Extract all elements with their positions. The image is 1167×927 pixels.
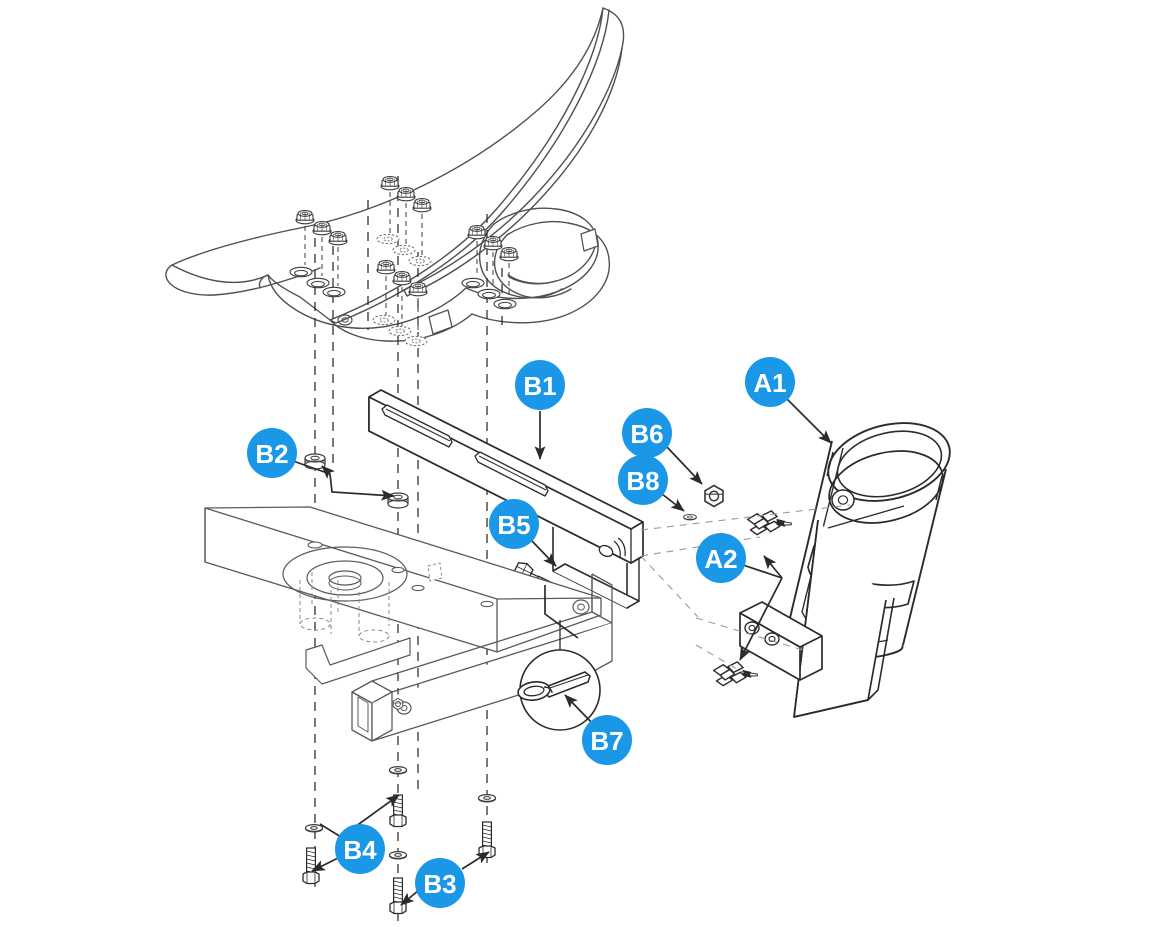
pole-holder-alignment-lines: [640, 504, 851, 674]
nut-group-middle-upper: [376, 175, 432, 267]
leader-a2-stem: [742, 564, 783, 579]
callout-circle-a1[interactable]: [745, 357, 795, 407]
flat-washer-right: [477, 793, 497, 803]
leader-b5-pointer: [544, 585, 579, 639]
callout-B7[interactable]: B7: [582, 715, 632, 765]
callout-leader-lines: [292, 397, 832, 906]
callout-B3[interactable]: B3: [415, 858, 465, 908]
leader-b4-stem: [319, 823, 342, 838]
flat-washer-b8: [683, 514, 697, 521]
callout-circle-b6[interactable]: [622, 408, 672, 458]
leader-b6: [666, 446, 703, 485]
callout-B6[interactable]: B6: [622, 408, 672, 458]
hex-nut-mid-top: [392, 697, 404, 711]
callout-circle-b4[interactable]: [335, 824, 385, 874]
callout-circle-b3[interactable]: [415, 858, 465, 908]
leader-b5: [531, 540, 557, 567]
callout-circle-b2[interactable]: [247, 428, 297, 478]
leader-b4-down: [311, 857, 339, 872]
leader-b2-down: [329, 473, 395, 501]
callout-A1[interactable]: A1: [745, 357, 795, 407]
leader-a1: [785, 397, 832, 444]
nut-group-right: [461, 224, 519, 310]
flag-pole-holder-tube: [739, 422, 951, 718]
leader-b8: [661, 493, 685, 512]
callout-B2[interactable]: B2: [247, 428, 297, 478]
callout-circle-b8[interactable]: [618, 455, 668, 505]
hex-lock-nut-b6: [704, 484, 724, 508]
seat-mounting-hardware: [289, 175, 519, 347]
flat-washer-mid-upper: [388, 765, 408, 775]
leader-b3-down: [400, 889, 420, 906]
callout-circle-a2[interactable]: [696, 533, 746, 583]
bottom-fasteners: [302, 697, 497, 915]
callout-B8[interactable]: B8: [618, 455, 668, 505]
leader-a2-down: [739, 577, 783, 661]
nut-group-middle-lower: [372, 259, 428, 347]
flat-washer-mid-lower: [388, 850, 408, 860]
callout-circle-b7[interactable]: [582, 715, 632, 765]
callout-circle-b1[interactable]: [515, 360, 565, 410]
nut-group-left: [289, 209, 348, 298]
callout-B1[interactable]: B1: [515, 360, 565, 410]
lynch-pin-ring: [517, 671, 591, 701]
callout-A2[interactable]: A2: [696, 533, 746, 583]
callout-B5[interactable]: B5: [489, 499, 539, 549]
callout-circle-b5[interactable]: [489, 499, 539, 549]
leader-b7: [564, 694, 593, 724]
flat-washer-left: [304, 823, 324, 833]
leader-b3-up: [461, 851, 490, 870]
leader-b2-up: [321, 465, 335, 479]
hex-bolt-left-short: [302, 847, 320, 885]
callout-B4[interactable]: B4: [335, 824, 385, 874]
leader-a2-up: [763, 555, 783, 579]
